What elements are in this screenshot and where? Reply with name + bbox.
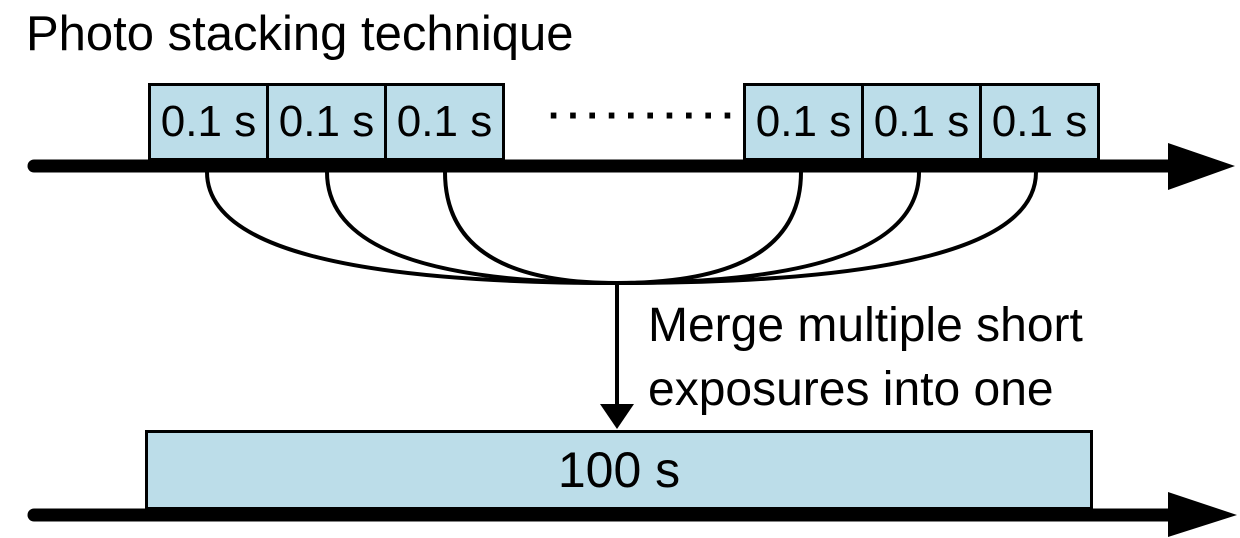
diagram-title: Photo stacking technique — [26, 7, 574, 61]
merge-annotation-line2: exposures into one — [648, 363, 1054, 416]
merged-exposure-box-label: 100 s — [557, 442, 681, 498]
exposure-box: 0.1 s — [743, 83, 864, 161]
merge-curve — [325, 171, 618, 285]
exposure-box-label: 0.1 s — [160, 97, 257, 146]
short-exposure-group-right: 0.1 s 0.1 s 0.1 s — [743, 83, 1100, 161]
top-timeline-arrowhead-icon — [1168, 143, 1235, 190]
merge-annotation: Merge multiple short exposures into one — [648, 294, 1083, 422]
merge-down-arrowhead-icon — [600, 404, 634, 429]
merge-curve — [616, 171, 803, 285]
exposure-box-label: 0.1 s — [991, 97, 1088, 146]
exposure-box-label: 0.1 s — [278, 97, 375, 146]
exposure-box: 0.1 s — [266, 83, 387, 161]
exposure-box: 0.1 s — [861, 83, 982, 161]
merge-curve — [616, 171, 1038, 285]
top-timeline-arrow — [27, 143, 1235, 190]
exposure-box-label: 0.1 s — [755, 97, 852, 146]
bottom-timeline-arrowhead-icon — [1168, 492, 1237, 537]
merge-curve — [443, 171, 618, 285]
merge-curves — [205, 171, 1038, 285]
merge-down-arrow — [600, 283, 634, 429]
merged-exposure-box: 100 s — [145, 430, 1093, 510]
short-exposure-group-left: 0.1 s 0.1 s 0.1 s — [148, 83, 505, 161]
exposure-box-label: 0.1 s — [396, 97, 493, 146]
merge-annotation-line1: Merge multiple short — [648, 299, 1083, 352]
ellipsis-dots: ············ — [548, 94, 780, 138]
exposure-box: 0.1 s — [979, 83, 1100, 161]
exposure-box: 0.1 s — [148, 83, 269, 161]
bottom-timeline-arrow — [27, 492, 1237, 537]
exposure-box-label: 0.1 s — [873, 97, 970, 146]
merge-curve — [205, 171, 618, 285]
exposure-box: 0.1 s — [384, 83, 505, 161]
